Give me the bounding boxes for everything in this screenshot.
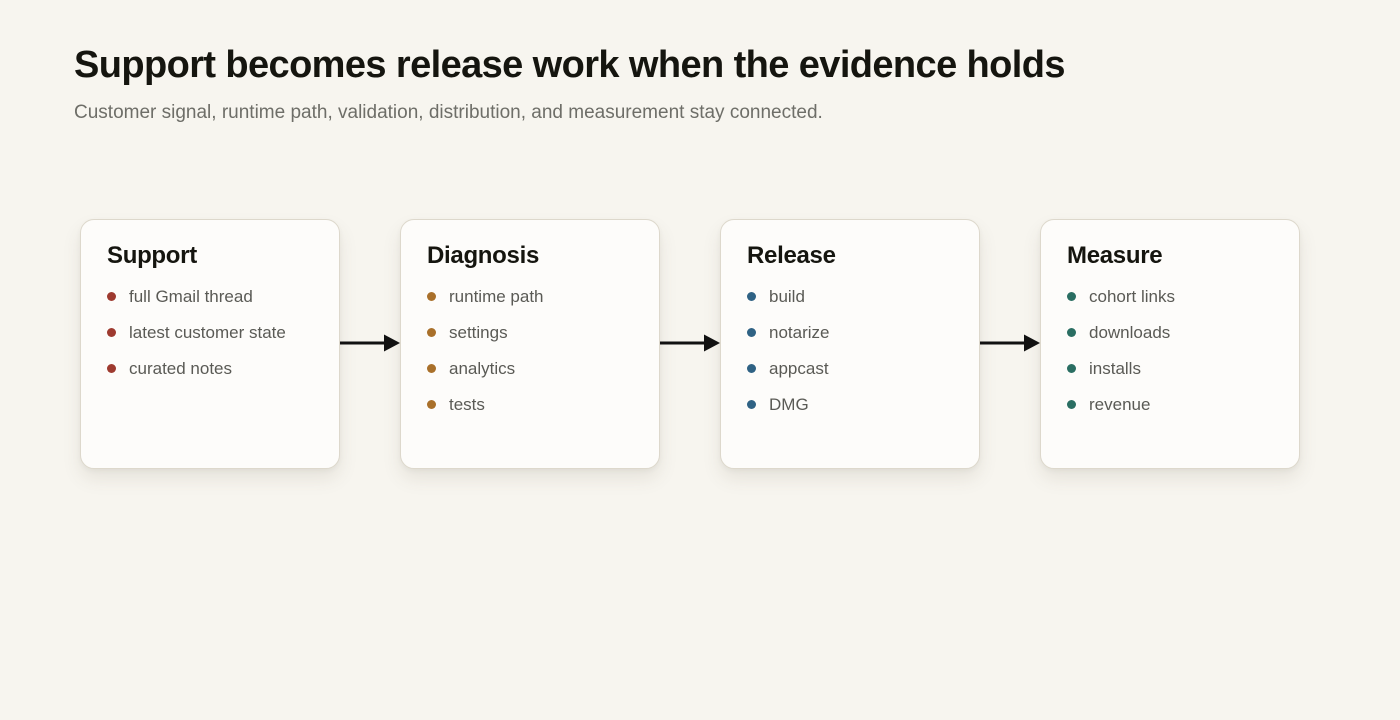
list-item-label: revenue [1089,395,1151,415]
list-item: runtime path [427,279,635,315]
list-item-label: notarize [769,323,830,343]
list-item-label: tests [449,395,485,415]
list-item: revenue [1067,387,1275,423]
bullet-icon [1067,292,1076,302]
bullet-icon [427,292,436,302]
stage-item-list: cohort links downloads installs revenue [1067,279,1275,423]
bullet-icon [107,364,116,374]
bullet-icon [107,292,116,302]
list-item-label: runtime path [449,287,544,307]
list-item-label: DMG [769,395,809,415]
list-item: tests [427,387,635,423]
list-item: analytics [427,351,635,387]
process-flow-diagram: Support full Gmail thread latest customer … [80,219,1300,471]
stage-card-measure[interactable]: Measure cohort links downloads installs reve… [1040,219,1300,469]
bullet-icon [1067,364,1076,374]
list-item: full Gmail thread [107,279,315,315]
stage-card-support[interactable]: Support full Gmail thread latest customer … [80,219,340,469]
page-header: Support becomes release work when the ev… [74,44,1334,125]
bullet-icon [747,364,756,374]
stage-title: Measure [1067,242,1163,269]
list-item-label: downloads [1089,323,1171,343]
flow-connector [340,219,400,469]
list-item: DMG [747,387,955,423]
list-item-label: full Gmail thread [129,287,253,307]
list-item: build [747,279,955,315]
list-item: installs [1067,351,1275,387]
bullet-icon [1067,328,1076,338]
list-item: notarize [747,315,955,351]
stage-card-diagnosis[interactable]: Diagnosis runtime path settings analytics te… [400,219,660,469]
page-subtitle: Customer signal, runtime path, validatio… [74,101,823,123]
list-item-label: cohort links [1089,287,1175,307]
list-item: downloads [1067,315,1275,351]
stage-title: Support [107,242,197,269]
stage-item-list: full Gmail thread latest customer state cu… [107,279,315,387]
stage-title: Release [747,242,836,269]
bullet-icon [427,328,436,338]
list-item-label: curated notes [129,359,233,379]
list-item-label: settings [449,323,508,343]
arrow-right-icon [980,334,1040,352]
bullet-icon [1067,400,1076,410]
list-item-label: installs [1089,359,1141,379]
bullet-icon [747,328,756,338]
page-title: Support becomes release work when the ev… [74,44,1065,86]
list-item: latest customer state [107,315,315,351]
bullet-icon [427,400,436,410]
list-item: appcast [747,351,955,387]
list-item: curated notes [107,351,315,387]
list-item-label: build [769,287,805,307]
list-item-label: latest customer state [129,323,286,343]
arrow-right-icon [660,334,720,352]
bullet-icon [747,292,756,302]
list-item: cohort links [1067,279,1275,315]
flow-connector [980,219,1040,469]
flow-connector [660,219,720,469]
bullet-icon [107,328,116,338]
bullet-icon [427,364,436,374]
list-item-label: appcast [769,359,829,379]
stage-item-list: runtime path settings analytics tests [427,279,635,423]
arrow-right-icon [340,334,400,352]
bullet-icon [747,400,756,410]
stage-title: Diagnosis [427,242,539,269]
list-item: settings [427,315,635,351]
list-item-label: analytics [449,359,516,379]
